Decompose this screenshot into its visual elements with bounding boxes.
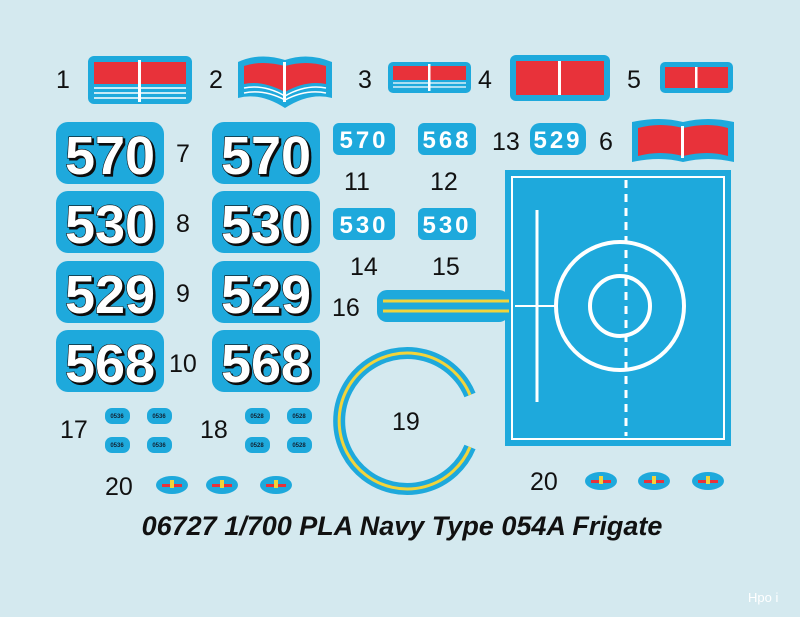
decal-flag-6-wavy xyxy=(632,119,734,162)
svg-text:529: 529 xyxy=(221,265,311,325)
svg-text:568: 568 xyxy=(422,127,471,154)
small-number-decals: 570 568 529 530 530 xyxy=(333,123,586,240)
svg-text:0528: 0528 xyxy=(250,443,264,449)
svg-text:0536: 0536 xyxy=(110,414,124,420)
decal-flag-4 xyxy=(510,55,610,101)
decal-label-13: 13 xyxy=(492,128,520,156)
decal-label-19: 19 xyxy=(392,408,420,436)
svg-text:568: 568 xyxy=(65,334,155,394)
svg-text:529: 529 xyxy=(533,127,582,154)
svg-text:0528: 0528 xyxy=(250,414,264,420)
svg-text:0536: 0536 xyxy=(110,443,124,449)
decal-label-5: 5 xyxy=(627,66,641,94)
decal-label-1: 1 xyxy=(56,66,70,94)
tiny-number-decals: 0536 0536 0536 0536 0528 0528 0528 0528 xyxy=(105,408,312,453)
decal-flag-1 xyxy=(88,56,192,104)
decal-label-17: 17 xyxy=(60,416,88,444)
svg-text:570: 570 xyxy=(65,126,155,186)
svg-text:530: 530 xyxy=(339,212,388,239)
decal-label-9: 9 xyxy=(176,280,190,308)
decal-label-6: 6 xyxy=(599,128,613,156)
c-ring-decal xyxy=(333,347,476,495)
svg-text:568: 568 xyxy=(221,334,311,394)
decal-label-2: 2 xyxy=(209,66,223,94)
svg-text:0528: 0528 xyxy=(292,414,306,420)
svg-text:530: 530 xyxy=(422,212,471,239)
svg-text:530: 530 xyxy=(65,195,155,255)
decal-flag-3 xyxy=(388,62,471,93)
decal-flag-2-wavy xyxy=(238,56,332,108)
svg-text:0528: 0528 xyxy=(292,443,306,449)
decal-label-7: 7 xyxy=(176,140,190,168)
svg-text:0536: 0536 xyxy=(152,414,166,420)
svg-text:529: 529 xyxy=(65,265,155,325)
decal-label-14: 14 xyxy=(350,253,378,281)
decal-label-12: 12 xyxy=(430,168,458,196)
svg-text:570: 570 xyxy=(221,126,311,186)
helideck-decal xyxy=(505,170,731,446)
decal-label-15: 15 xyxy=(432,253,460,281)
sheet-title: 06727 1/700 PLA Navy Type 054A Frigate xyxy=(142,511,663,541)
decal-label-20: 20 xyxy=(105,473,133,501)
decal-flag-5 xyxy=(660,62,733,93)
svg-text:570: 570 xyxy=(339,127,388,154)
watermark: Hpo i xyxy=(748,590,778,605)
decal-label-20: 20 xyxy=(530,468,558,496)
deck-stripe-decal xyxy=(377,290,509,322)
svg-text:0536: 0536 xyxy=(152,443,166,449)
decal-label-8: 8 xyxy=(176,210,190,238)
decal-label-10: 10 xyxy=(169,350,197,378)
hull-number-decals: 570 570 530 530 529 529 568 568 xyxy=(56,122,320,395)
decal-label-18: 18 xyxy=(200,416,228,444)
decal-label-16: 16 xyxy=(332,294,360,322)
emblem-decals xyxy=(156,472,724,494)
decal-label-4: 4 xyxy=(478,66,492,94)
svg-text:530: 530 xyxy=(221,195,311,255)
decal-label-11: 11 xyxy=(344,168,370,196)
decal-label-3: 3 xyxy=(358,66,372,94)
